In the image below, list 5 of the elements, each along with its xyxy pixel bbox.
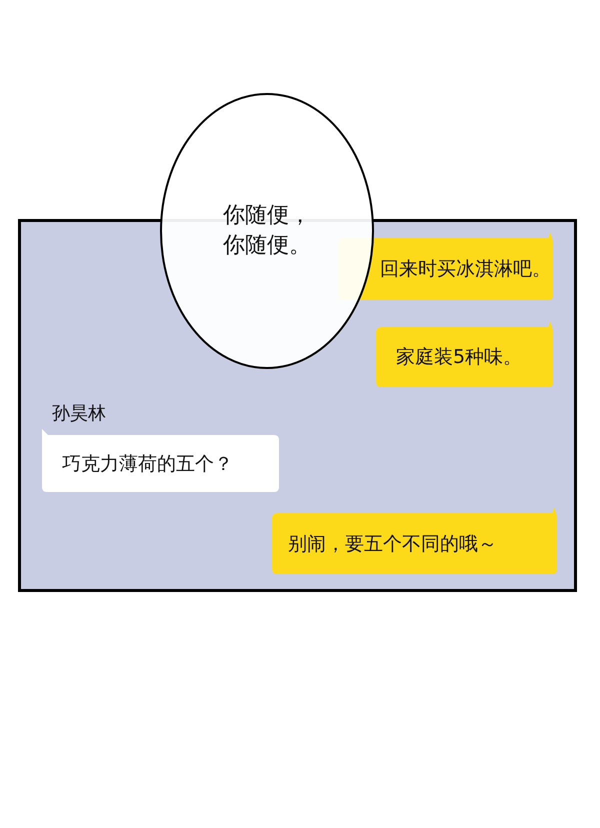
speaker-name: 孙昊林 bbox=[52, 402, 106, 425]
speech-balloon: 你随便，你随便。 bbox=[160, 93, 374, 369]
chat-bubble: 家庭装5种味。 bbox=[376, 321, 553, 387]
chat-bubble: 别闹，要五个不同的哦～ bbox=[272, 507, 557, 574]
chat-bubble: 巧克力薄荷的五个？ bbox=[42, 429, 279, 492]
